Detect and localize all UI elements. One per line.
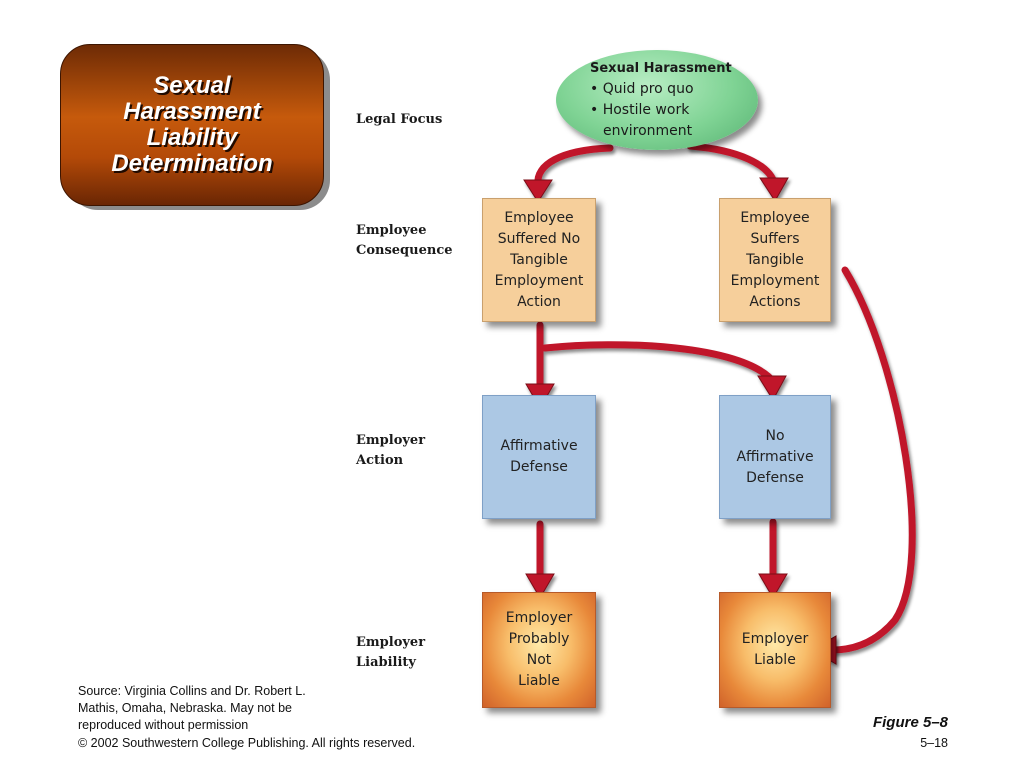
box-no-tangible-action: Employee Suffered No Tangible Employment… [482,198,596,322]
row-label-legal-focus: Legal Focus [356,112,443,127]
oval-bullet-continuation: environment [603,123,693,139]
arrow-cross [541,341,776,384]
box-employer-liable: Employer Liable [719,592,831,708]
arrowhead-oval-right [759,177,789,202]
box-no-affirmative-defense: No Affirmative Defense [719,395,831,519]
row-label-employer-liability: Employer Liability [356,635,426,670]
source-note: Source: Virginia Collins and Dr. Robert … [78,684,306,732]
figure-label: Figure 5–8 [872,714,948,731]
box-probably-not-liable: Employer Probably Not Liable [482,592,596,708]
arrow-oval-right [686,142,778,186]
row-label-employer-action: Employer Action [356,433,426,468]
title-line: Liability [146,124,238,151]
copyright-notice: © 2002 Southwestern College Publishing. … [78,736,416,750]
title-line: Harassment [123,98,261,125]
page-number: 5–18 [920,736,948,750]
arrowhead-oval-left [523,179,553,203]
arrow-oval-left [534,144,614,188]
title-line: Sexual [153,72,231,99]
arrowhead-right [758,573,788,599]
title-line: Determination [111,150,273,177]
oval-bullet: • Quid pro quo [590,81,694,97]
arrowhead-cross [757,375,787,401]
sexual-harassment-oval [556,50,758,150]
box-affirmative-defense: Affirmative Defense [482,395,596,519]
oval-text: Sexual Harassment • Quid pro quo • Hosti… [590,58,732,142]
arrowhead-left-2 [525,573,555,599]
title-badge: Sexual Harassment Liability Determinatio… [60,44,324,206]
oval-title: Sexual Harassment [590,61,732,76]
box-tangible-actions: Employee Suffers Tangible Employment Act… [719,198,831,322]
row-label-employee-consequence: Employee Consequence [356,223,453,258]
arrow-long-right [828,266,916,654]
oval-bullet: • Hostile work [590,102,690,118]
